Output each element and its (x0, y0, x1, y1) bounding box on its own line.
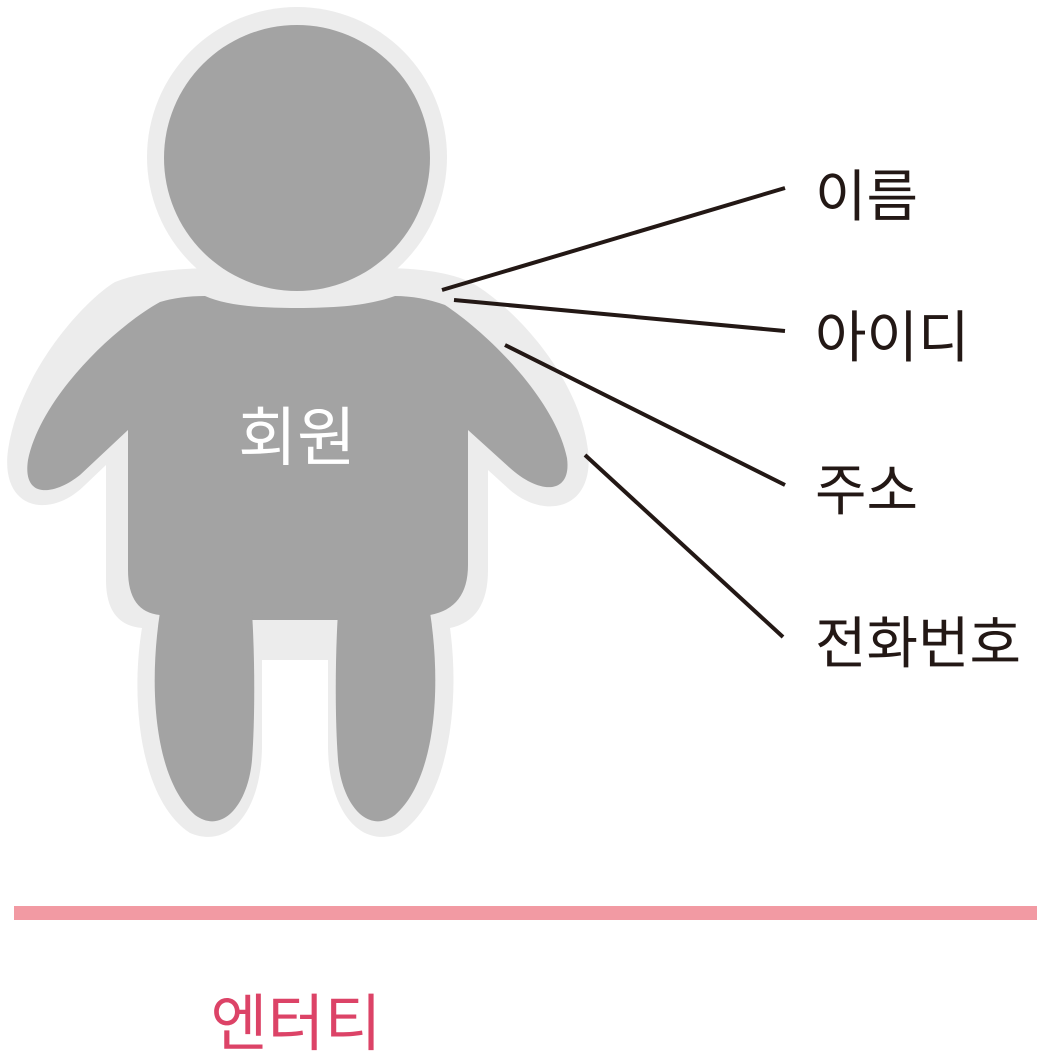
attribute-connectors (441, 186, 786, 639)
figure-left-leg (154, 612, 255, 822)
member-figure: 회원 (7, 7, 589, 837)
divider-line (14, 906, 1037, 920)
connector-line (583, 453, 785, 639)
figure-right-leg (335, 612, 436, 822)
figure-body (27, 25, 568, 822)
entity-caption: 엔터티 (210, 987, 381, 1060)
attribute-label-name: 이름 (815, 165, 918, 230)
attribute-label-address: 주소 (815, 459, 918, 524)
attribute-labels: 이름 아이디 주소 전화번호 (815, 165, 1021, 677)
attribute-label-phone: 전화번호 (815, 612, 1021, 677)
figure-torso (27, 296, 568, 620)
figure-head (164, 25, 430, 291)
connector-line (453, 298, 786, 333)
entity-name: 회원 (238, 402, 356, 476)
connector-line (441, 186, 786, 292)
attribute-label-id: 아이디 (815, 306, 970, 371)
connector-line (504, 343, 786, 487)
